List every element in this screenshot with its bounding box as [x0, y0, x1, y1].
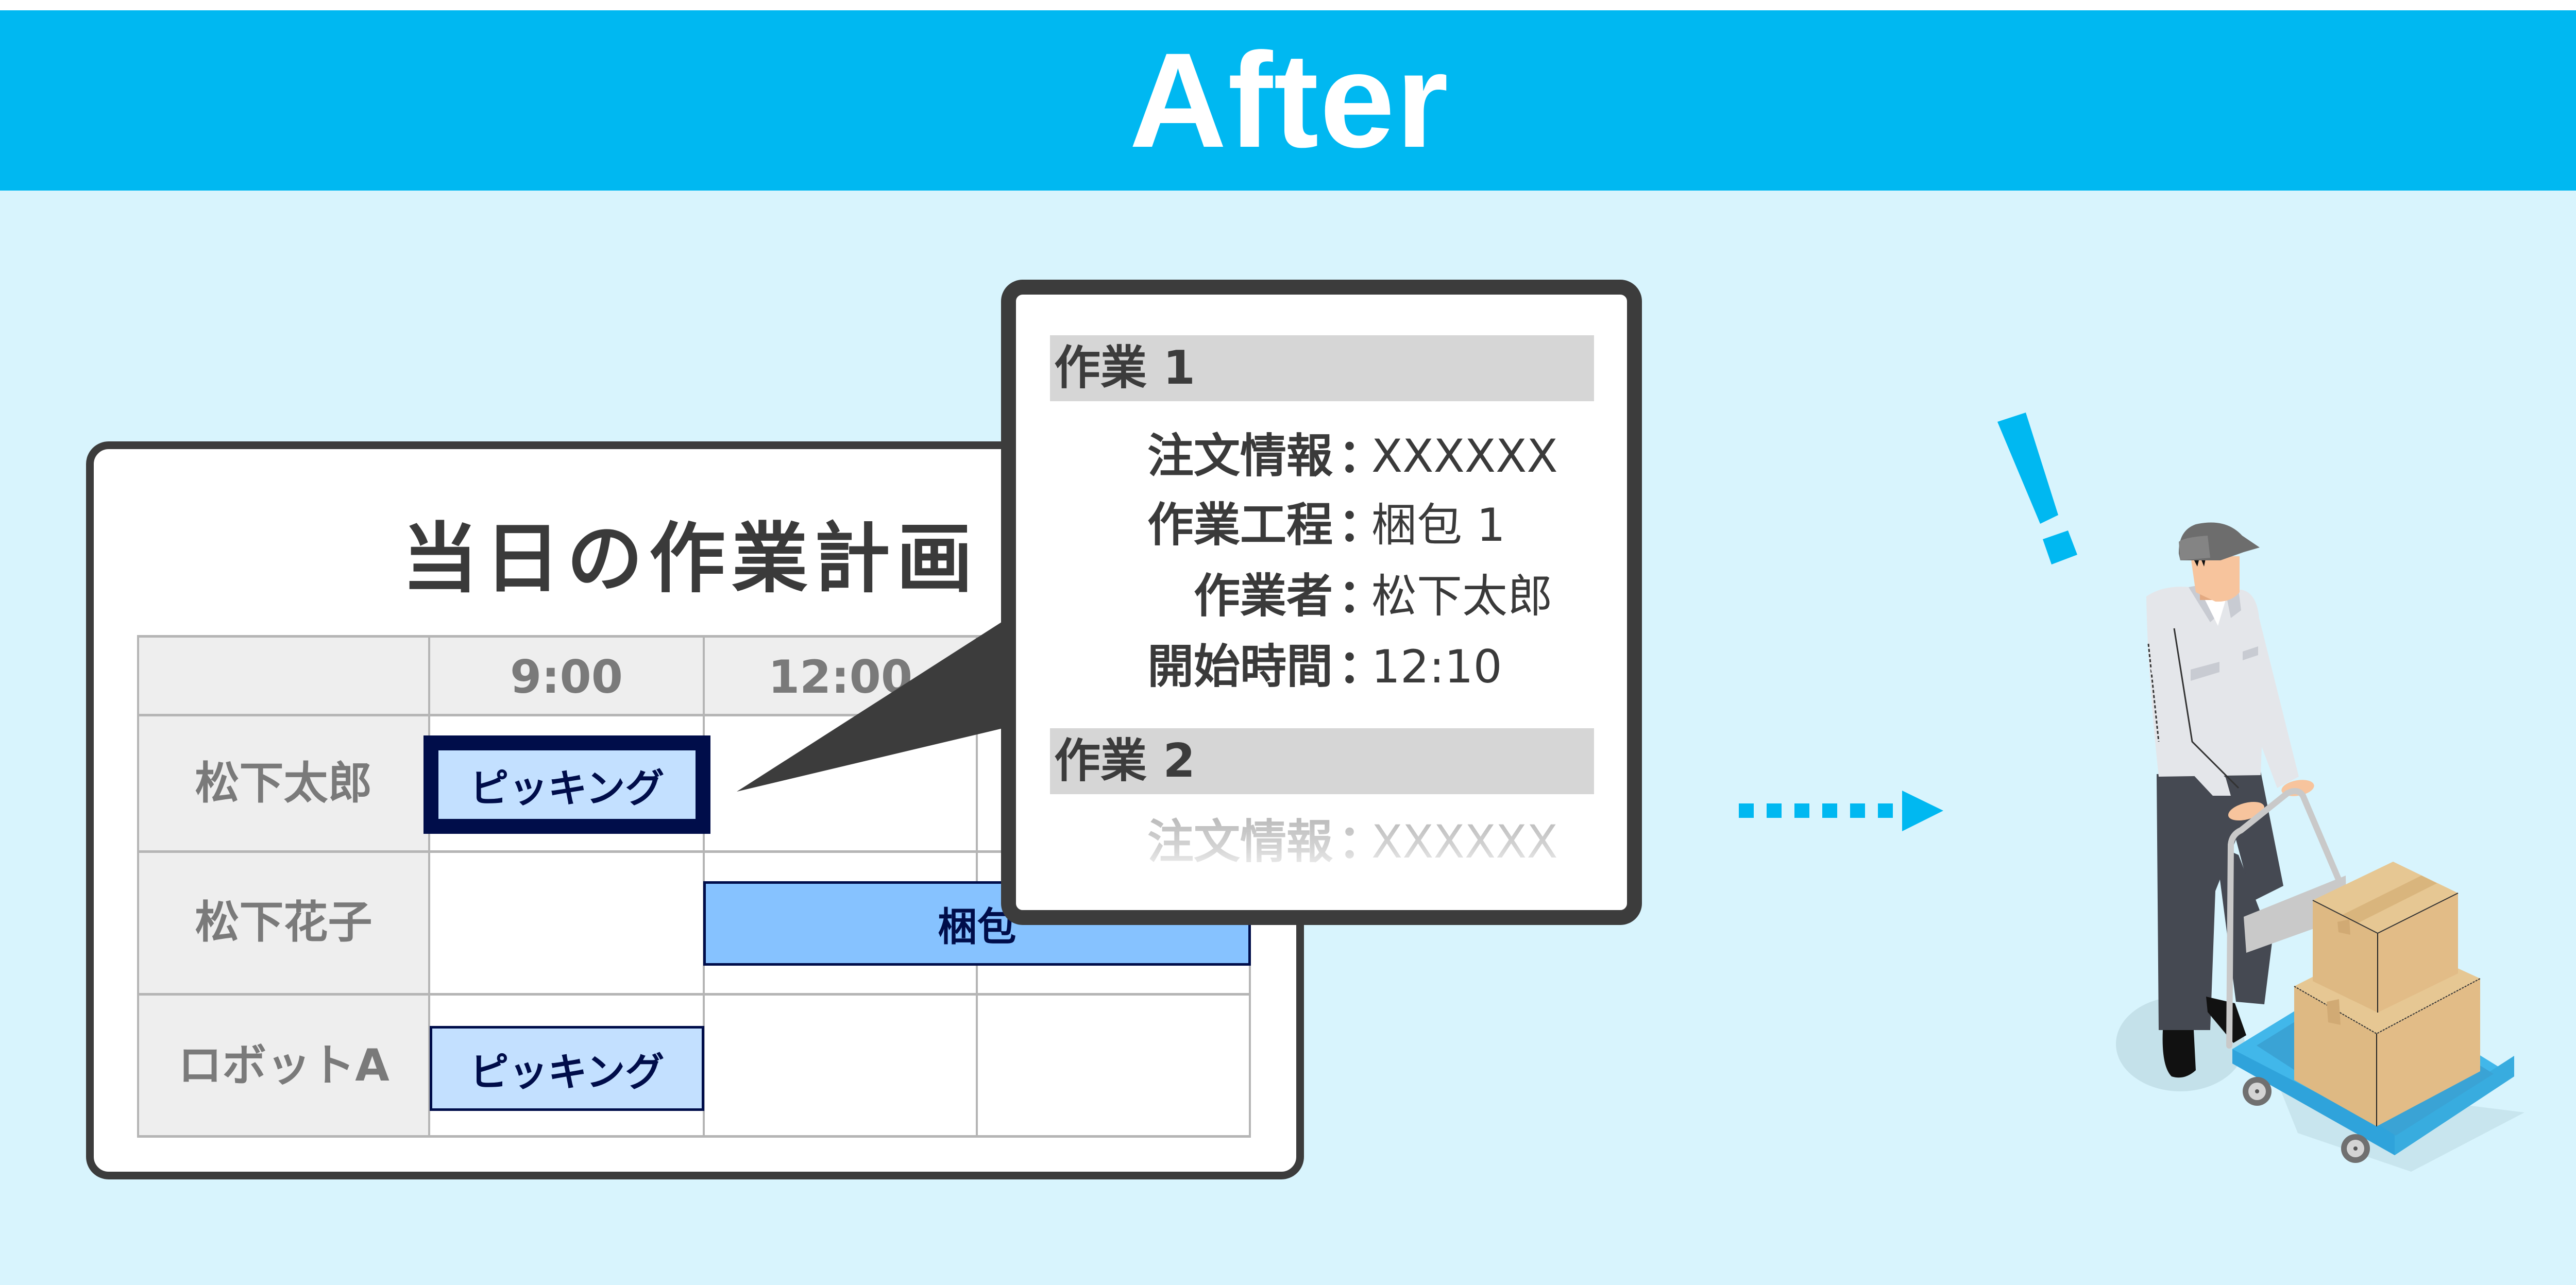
field-value: 松下太郎 [1371, 570, 1553, 623]
page-title: After [1129, 25, 1450, 176]
grid-h-3 [137, 993, 1251, 996]
field-colon: ： [1338, 640, 1384, 694]
grid-v-0 [137, 635, 139, 1138]
top-margin [0, 0, 2576, 10]
task-label: ピッキング [469, 1049, 665, 1095]
field-worker: 作業者 ： 松下太郎 [1016, 568, 1627, 625]
schedule-title: 当日の作業計画 [402, 515, 979, 603]
field-order-info: 注文情報 ： XXXXXX [1016, 428, 1627, 485]
grid-h-1 [137, 714, 1251, 716]
field-value: XXXXXX [1371, 430, 1558, 483]
task-picking-taro-selected[interactable]: ピッキング [423, 735, 710, 834]
field-start-time: 開始時間 ： 12:10 [1016, 639, 1627, 695]
grid-h-2 [137, 850, 1251, 853]
field-colon: ： [1338, 498, 1384, 552]
field-label: 作業者 [1194, 569, 1333, 623]
grid-h-top [137, 635, 1251, 638]
field-colon: ： [1338, 429, 1384, 483]
section-header-task-1: 作業 1 [1050, 335, 1594, 401]
field-label: 作業工程 [1147, 498, 1333, 552]
header-band: After [0, 10, 2576, 191]
worker-with-cart-illustration [2116, 522, 2524, 1172]
row-label-taro: 松下太郎 [195, 758, 372, 809]
grid-v-1 [428, 635, 430, 1138]
field-value: 梱包 1 [1371, 499, 1505, 552]
label-column-bg [138, 715, 429, 1136]
row-label-robot-a: ロボットA [178, 1040, 389, 1091]
field-value: 12:10 [1371, 640, 1502, 693]
section-header-task-2: 作業 2 [1050, 728, 1594, 794]
row-label-hanako: 松下花子 [195, 897, 372, 948]
field-colon: ： [1338, 569, 1384, 623]
dotted-arrow-icon [1739, 791, 1943, 831]
field-label: 開始時間 [1147, 640, 1333, 694]
task-label: ピッキング [469, 765, 665, 811]
task-picking-robot-a[interactable]: ピッキング [430, 1026, 704, 1111]
fade-overlay [1016, 820, 1627, 882]
grid-h-bottom [137, 1135, 1251, 1138]
field-process: 作業工程 ： 梱包 1 [1016, 497, 1627, 554]
task-detail-popup: 作業 1 注文情報 ： XXXXXX 作業工程 ： 梱包 1 作業者 ： 松下太… [1001, 280, 1642, 925]
exclamation-icon [1997, 413, 2077, 564]
column-header-9: 9:00 [510, 650, 623, 704]
field-label: 注文情報 [1147, 429, 1333, 483]
